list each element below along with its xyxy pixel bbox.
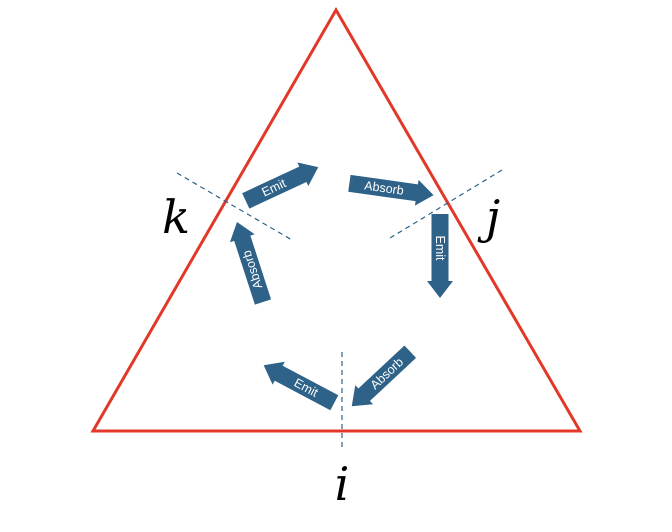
arrow-k-absorb: Absorb <box>229 222 272 305</box>
dashed-line-k <box>176 172 293 241</box>
arrow-j-emit: Emit <box>427 214 453 298</box>
triangle <box>90 7 583 433</box>
arrow-i-absorb: Absorb <box>351 345 417 407</box>
arrow-label-i-absorb: Absorb <box>368 355 407 392</box>
arrow-label-j-emit: Emit <box>433 236 447 262</box>
arrow-label-j-absorb: Absorb <box>363 178 404 197</box>
arrow-k-emit: Emit <box>242 162 319 209</box>
dashed-line-j <box>389 169 503 239</box>
arrow-j-absorb: Absorb <box>348 174 434 206</box>
vertex-label-k: k <box>162 190 190 244</box>
vertex-label-i: i <box>335 457 350 511</box>
arrow-label-k-absorb: Absorb <box>240 249 266 291</box>
arrow-i-emit: Emit <box>263 361 339 411</box>
vertex-label-j: j <box>477 190 500 244</box>
